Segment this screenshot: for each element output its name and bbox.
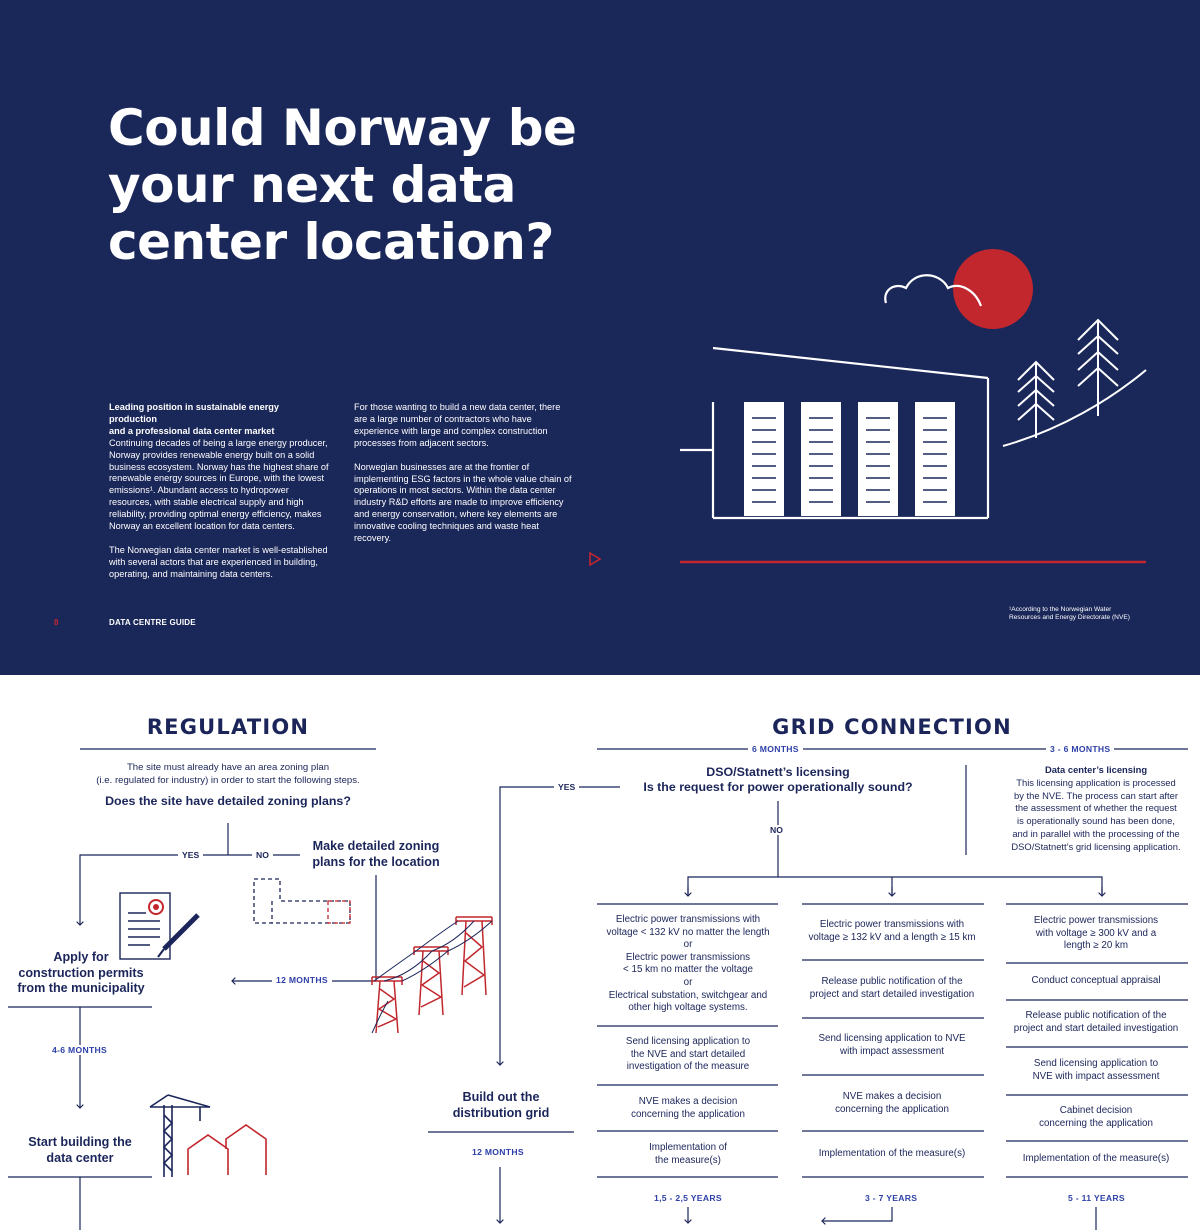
col3-conceptual-appraisal: Conduct conceptual appraisal: [1031, 975, 1161, 986]
grid-connection-title: GRID CONNECTION: [772, 715, 1012, 739]
dso-licensing-step: DSO/Statnett’s licensing Is the request …: [643, 765, 913, 794]
crane-icon: [149, 1094, 211, 1177]
sun-icon: [953, 249, 1033, 329]
dc-licensing-note: Data center’s licensing This licensing a…: [1011, 764, 1181, 852]
house-frames-icon: [187, 1124, 267, 1175]
col2-criteria: Electric power transmissions with voltag…: [808, 919, 976, 943]
col1-send-application: Send licensing application to the NVE an…: [625, 1036, 751, 1073]
data-center-building-illustration: [680, 249, 1147, 564]
body-paragraph: The Norwegian data center market is well…: [109, 544, 328, 579]
duration-3-6-months: 3 - 6 MONTHS: [1046, 744, 1115, 754]
yes-label: YES: [554, 782, 580, 792]
col2-public-notification: Release public notification of the proje…: [809, 976, 975, 1000]
server-rack-icon: [744, 402, 955, 516]
guide-label: DATA CENTRE GUIDE: [109, 618, 196, 627]
col3-cabinet-decision: Cabinet decision concerning the applicat…: [1039, 1105, 1153, 1129]
body-column-right: For those wanting to build a new data ce…: [354, 402, 574, 557]
col2-implementation: Implementation of the measure(s): [818, 1148, 966, 1159]
body-paragraph: Norwegian businesses are at the frontier…: [354, 461, 572, 544]
footnote: ¹According to the Norwegian Water Resour…: [1009, 606, 1130, 621]
building-outline: [680, 346, 990, 520]
tree-icon: [1077, 318, 1119, 416]
duration-12-months: 12 MONTHS: [272, 975, 332, 985]
col3-implementation: Implementation of the measure(s): [1022, 1153, 1170, 1164]
no-label: NO: [766, 825, 787, 835]
body-paragraph: For those wanting to build a new data ce…: [354, 402, 561, 448]
regulation-title: REGULATION: [146, 715, 310, 739]
duration-4-6-months: 4-6 MONTHS: [48, 1045, 112, 1055]
col2-duration: 3 - 7 YEARS: [861, 1193, 922, 1203]
regulation-intro: The site must already have an area zonin…: [96, 762, 360, 786]
no-label: NO: [252, 850, 273, 860]
tree-icon: [1017, 360, 1055, 438]
power-pylon-icon: [371, 916, 493, 1034]
pen-icon: [157, 913, 200, 958]
detailed-zoning-step: Make detailed zoning plans for the locat…: [300, 839, 452, 870]
page-headline: Could Norway be your next data center lo…: [108, 99, 577, 271]
col3-criteria: Electric power transmissions with voltag…: [1033, 915, 1159, 952]
col3-public-notification: Release public notification of the proje…: [1013, 1010, 1179, 1034]
col1-criteria: Electric power transmissions with voltag…: [606, 914, 770, 1014]
body-paragraph: Continuing decades of being a large ener…: [109, 437, 329, 532]
col1-duration: 1,5 - 2,5 YEARS: [650, 1193, 726, 1203]
body-column-left: Leading position in sustainable energy p…: [109, 402, 329, 593]
col1-nve-decision: NVE makes a decision concerning the appl…: [631, 1096, 745, 1120]
zoning-plan-icon: [253, 878, 351, 924]
col3-duration: 5 - 11 YEARS: [1064, 1193, 1129, 1203]
col2-nve-decision: NVE makes a decision concerning the appl…: [835, 1091, 949, 1115]
duration-12-months: 12 MONTHS: [468, 1147, 528, 1157]
yes-label: YES: [178, 850, 204, 860]
cloud-icon: [884, 274, 983, 307]
start-building-step: Start building the data center: [28, 1135, 132, 1165]
col2-send-application: Send licensing application to NVE with i…: [818, 1033, 966, 1057]
distribution-grid-step: Build out the distribution grid: [452, 1090, 550, 1120]
play-triangle-icon[interactable]: [588, 552, 602, 566]
page-number: 8: [54, 618, 59, 627]
section-heading: Leading position in sustainable energy p…: [109, 402, 279, 424]
power-lines: [371, 920, 493, 1034]
server-rack-lines: [752, 417, 947, 503]
hill-line: [1002, 369, 1147, 447]
flowchart-page: REGULATION The site must already have an…: [0, 675, 1200, 1230]
brochure-page-top: Could Norway be your next data center lo…: [0, 0, 1200, 675]
section-heading-cont: and a professional data center market: [109, 425, 275, 436]
col3-send-application: Send licensing application to NVE with i…: [1032, 1058, 1160, 1082]
construction-permit-step: Apply for construction permits from the …: [17, 950, 145, 995]
flowchart-connectors: [8, 748, 1188, 1230]
duration-6-months: 6 MONTHS: [748, 744, 803, 754]
col1-implementation: Implementation of the measure(s): [649, 1142, 727, 1166]
zoning-question: Does the site have detailed zoning plans…: [105, 794, 351, 808]
